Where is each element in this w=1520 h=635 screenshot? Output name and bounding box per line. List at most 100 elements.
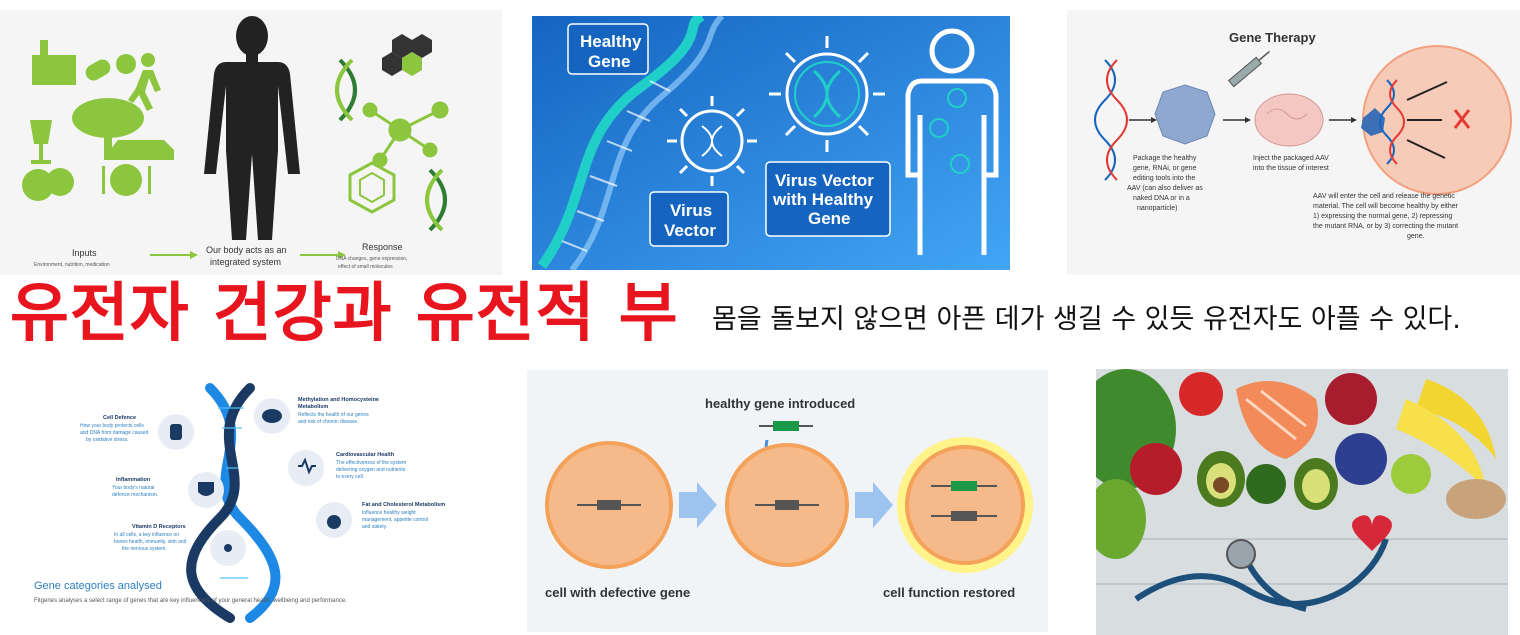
cranberries-icon <box>1130 443 1182 495</box>
dna-strand-icon <box>537 16 705 269</box>
gene-therapy-title: Gene Therapy <box>1229 30 1316 45</box>
svg-text:Influence healthy weight: Influence healthy weight <box>362 510 416 516</box>
step1-line-6: nanoparticle) <box>1137 205 1177 212</box>
svg-text:by oxidative stress.: by oxidative stress. <box>86 437 129 443</box>
stethoscope-icon <box>1134 537 1389 612</box>
cell-defence-label: Cell Defence <box>103 415 136 421</box>
svg-text:defence mechanism.: defence mechanism. <box>112 492 158 498</box>
body-label-1: Our body acts as an <box>206 245 287 255</box>
x-mark-icon <box>1453 109 1471 129</box>
mask-icon <box>22 169 54 201</box>
virus-vector-label-1: Virus <box>670 201 712 220</box>
human-silhouette-icon <box>204 16 300 240</box>
svg-text:Metabolism: Metabolism <box>298 404 328 410</box>
virus-vector-box <box>649 191 729 247</box>
svg-text:bones health, immunity, skin a: bones health, immunity, skin and <box>114 539 187 545</box>
healthy-gene-box <box>567 23 649 75</box>
tree-trunk-icon <box>104 120 112 160</box>
virus-vector-label-2: Vector <box>664 221 716 240</box>
apple-icon <box>1179 372 1223 416</box>
pomegranate-icon <box>1325 373 1377 425</box>
step2-line-2: into the tissue of interest <box>1253 165 1329 172</box>
svg-text:In all cells, a key influence: In all cells, a key influence on <box>114 532 179 538</box>
restored-cell-label: cell function restored <box>883 585 1015 600</box>
dna-helix-icon <box>1094 59 1128 181</box>
step2-line-1: Inject the packaged AAV <box>1253 155 1329 162</box>
aav-entering-icon <box>1361 108 1385 136</box>
blueberries-icon <box>1335 433 1387 485</box>
body-label-2: integrated system <box>210 257 281 267</box>
svg-text:The effectiveness of the syste: The effectiveness of the system <box>336 460 406 466</box>
sub-title: 몸을 돌보지 않으면 아픈 데가 생길 수 있듯 유전자도 아플 수 있다. <box>712 304 1461 335</box>
svg-text:to every cell.: to every cell. <box>336 474 364 480</box>
plate-icon <box>110 164 142 196</box>
panel-virus-vector: Healthy Gene Virus Vector Virus Vector w… <box>532 16 1010 270</box>
green-apple-icon <box>1391 454 1431 494</box>
inputs-icons <box>22 40 174 201</box>
step3-line-1: AAV will enter the cell and release the … <box>1313 193 1455 200</box>
vv-healthy-label-2: with Healthy <box>772 190 874 209</box>
car-icon <box>110 140 174 160</box>
integrated-system-illustration: Inputs Environment, nutrition, medicatio… <box>22 16 449 270</box>
footer-subtitle: Fitgenes analyses a select range of gene… <box>34 598 347 604</box>
svg-text:Your body's natural: Your body's natural <box>112 485 154 491</box>
cardio-label: Cardiovascular Health <box>336 452 395 458</box>
inputs-label: Inputs <box>72 248 97 258</box>
step3-line-5: gene. <box>1407 233 1425 240</box>
healthy-gene-introduced-label: healthy gene introduced <box>705 396 855 411</box>
step3-line-4: the mutant RNA, or by 3) correcting the … <box>1313 223 1458 230</box>
panel-gene-categories: Cell Defence How your body protects cell… <box>0 368 495 628</box>
virus-vector-illustration: Healthy Gene Virus Vector Virus Vector w… <box>532 16 1010 270</box>
runner-icon <box>141 53 155 67</box>
panel-healthy-food-photo <box>1096 369 1508 635</box>
heart-monitor-icon <box>288 450 324 486</box>
svg-text:Reflects the health of our gen: Reflects the health of our genes <box>298 412 369 418</box>
gene-introduced-illustration: healthy gene introduced cell with defect… <box>545 396 1033 600</box>
broccoli-icon <box>1246 464 1286 504</box>
banana-icon <box>1416 379 1496 459</box>
pill-icon <box>85 59 111 81</box>
svg-text:How your body protects cells: How your body protects cells <box>80 423 144 429</box>
panel-gene-therapy: Gene Therapy <box>1067 10 1520 275</box>
virus-large-icon <box>769 36 885 152</box>
step3-line-3: 1) expressing the normal gene, 2) repres… <box>1313 213 1452 220</box>
runner-body-icon <box>128 70 161 111</box>
defective-cell-label: cell with defective gene <box>545 585 690 600</box>
panel-gene-introduced: healthy gene introduced cell with defect… <box>527 370 1048 632</box>
virus-small-icon <box>667 96 757 186</box>
arrow-right-icon <box>855 482 893 528</box>
response-icons <box>335 34 449 232</box>
footer-title: Gene categories analysed <box>34 580 162 592</box>
gene-therapy-illustration: Gene Therapy <box>1094 30 1512 240</box>
nuts-icon <box>1446 479 1506 519</box>
syringe-icon <box>1227 50 1270 88</box>
step1-line-1: Package the healthy <box>1133 155 1197 162</box>
salmon-icon <box>1236 381 1318 459</box>
svg-text:and risk of chronic disease.: and risk of chronic disease. <box>298 419 359 425</box>
response-label: Response <box>362 242 403 252</box>
svg-text:delivering oxygen and nutrient: delivering oxygen and nutrients <box>336 467 406 473</box>
arrow-right-icon <box>679 482 717 528</box>
step3-line-2: material. The cell will become healthy b… <box>1313 203 1459 210</box>
step1-line-5: naked DNA or in a <box>1133 195 1190 202</box>
svg-text:management, appetite control: management, appetite control <box>362 517 428 523</box>
healthy-gene-label-2: Gene <box>588 52 631 71</box>
vitd-label: Vitamin D Receptors <box>132 524 186 530</box>
response-sublabel-2: effect of small molecules <box>338 264 393 270</box>
inputs-sublabel: Environment, nutrition, medication <box>34 262 110 268</box>
step1-line-4: AAV (can also deliver as <box>1127 185 1203 192</box>
vv-healthy-label-1: Virus Vector <box>775 171 874 190</box>
brain-icon <box>1254 93 1324 147</box>
panel-integrated-system: Inputs Environment, nutrition, medicatio… <box>0 10 502 275</box>
heart-icon <box>1352 515 1392 551</box>
svg-text:and DNA from damage caused: and DNA from damage caused <box>80 430 149 436</box>
inflammation-label: Inflammation <box>116 477 151 483</box>
healthy-gene-icon <box>951 481 977 491</box>
gene-categories-illustration: Cell Defence How your body protects cell… <box>34 383 445 623</box>
aav-particle-icon <box>1154 84 1216 145</box>
tablet-icon <box>116 54 136 74</box>
healthy-gene-label-1: Healthy <box>580 32 642 51</box>
wine-glass-icon <box>30 120 52 144</box>
healthy-food-photo <box>1096 369 1508 635</box>
factory-chimney-icon <box>40 40 48 58</box>
